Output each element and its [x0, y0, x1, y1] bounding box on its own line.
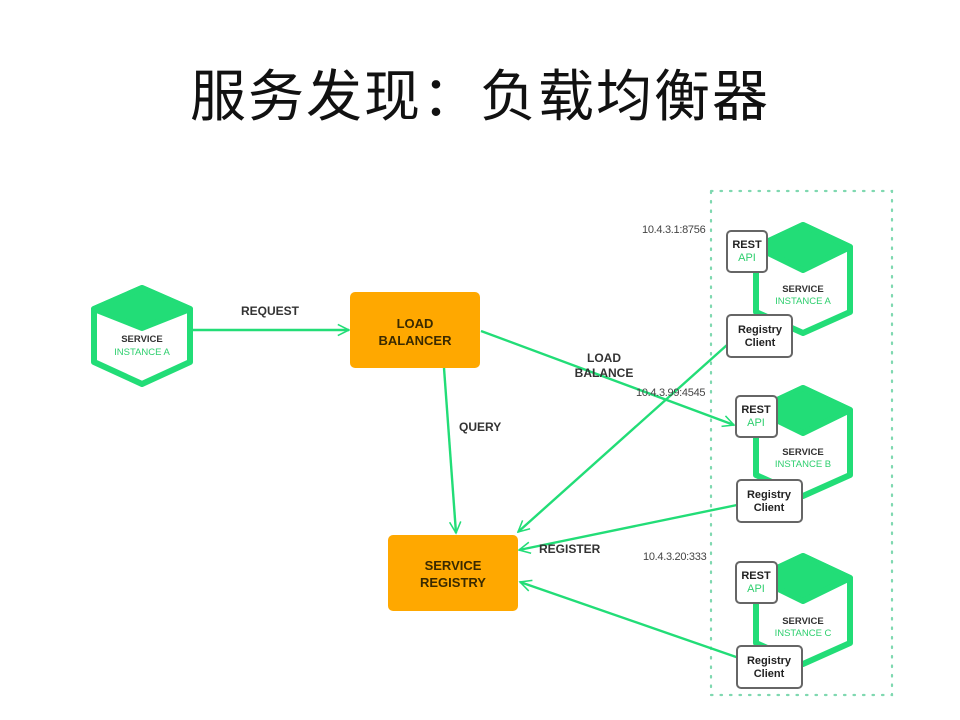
- instance-a-label-2: INSTANCE A: [775, 296, 831, 307]
- client-label-1: SERVICE: [121, 334, 163, 345]
- registry-label: Registry: [738, 324, 783, 336]
- service-registry-label-1: SERVICE: [425, 558, 482, 573]
- service-instance-b: 10.4.3.99:4545 SERVICE INSTANCE B REST A…: [636, 385, 853, 523]
- rest-label: REST: [741, 570, 771, 582]
- client-label: Client: [754, 502, 785, 514]
- rest-api-box[interactable]: REST API: [726, 230, 768, 273]
- rest-api-box[interactable]: REST API: [735, 395, 778, 438]
- register-arrow-b: [519, 503, 738, 550]
- load-balancer-node[interactable]: LOAD BALANCER: [350, 292, 480, 368]
- service-instance-c: 10.4.3.20:333 SERVICE INSTANCE C REST AP…: [643, 551, 853, 689]
- request-label: REQUEST: [241, 304, 300, 318]
- instance-a-label-1: SERVICE: [782, 284, 824, 295]
- instance-b-address: 10.4.3.99:4545: [636, 387, 705, 399]
- service-registry-label-2: REGISTRY: [420, 575, 486, 590]
- hexagon-top-face: [753, 222, 853, 273]
- registry-label: Registry: [747, 489, 792, 501]
- client-label-2: INSTANCE A: [114, 347, 170, 358]
- load-balancer-label-1: LOAD: [397, 316, 434, 331]
- load-balance-arrow: [480, 329, 734, 425]
- load-balance-label-2: BALANCE: [575, 366, 634, 380]
- instance-b-label-1: SERVICE: [782, 447, 824, 458]
- client-label: Client: [745, 337, 776, 349]
- registry-client-box[interactable]: Registry Client: [736, 645, 803, 689]
- query-label: QUERY: [459, 420, 501, 434]
- instance-c-label-1: SERVICE: [782, 616, 824, 627]
- instance-a-address: 10.4.3.1:8756: [642, 224, 706, 236]
- api-label: API: [738, 252, 756, 264]
- api-label: API: [747, 417, 765, 429]
- instance-c-address: 10.4.3.20:333: [643, 551, 707, 563]
- registry-client-box[interactable]: Registry Client: [726, 314, 793, 358]
- rest-label: REST: [732, 239, 762, 251]
- hexagon-top-face: [91, 285, 193, 331]
- rest-api-box[interactable]: REST API: [735, 561, 778, 604]
- query-arrow: [442, 367, 456, 533]
- registry-client-box[interactable]: Registry Client: [736, 479, 803, 523]
- service-instance-a: 10.4.3.1:8756 SERVICE INSTANCE A REST AP…: [642, 222, 853, 358]
- page-title: 服务发现：负载均衡器: [190, 65, 770, 130]
- register-arrow-a: [518, 344, 728, 532]
- load-balance-label-1: LOAD: [587, 351, 621, 365]
- instance-b-label-2: INSTANCE B: [775, 459, 831, 470]
- client-service-instance-a: SERVICE INSTANCE A: [91, 285, 193, 387]
- registry-label: Registry: [747, 655, 792, 667]
- service-registry-node[interactable]: SERVICE REGISTRY: [388, 535, 518, 611]
- load-balancer-label-2: BALANCER: [379, 333, 453, 348]
- rest-label: REST: [741, 404, 771, 416]
- register-arrow-c: [520, 582, 740, 660]
- register-label: REGISTER: [539, 542, 601, 556]
- client-label: Client: [754, 668, 785, 680]
- api-label: API: [747, 583, 765, 595]
- instance-c-label-2: INSTANCE C: [775, 628, 832, 639]
